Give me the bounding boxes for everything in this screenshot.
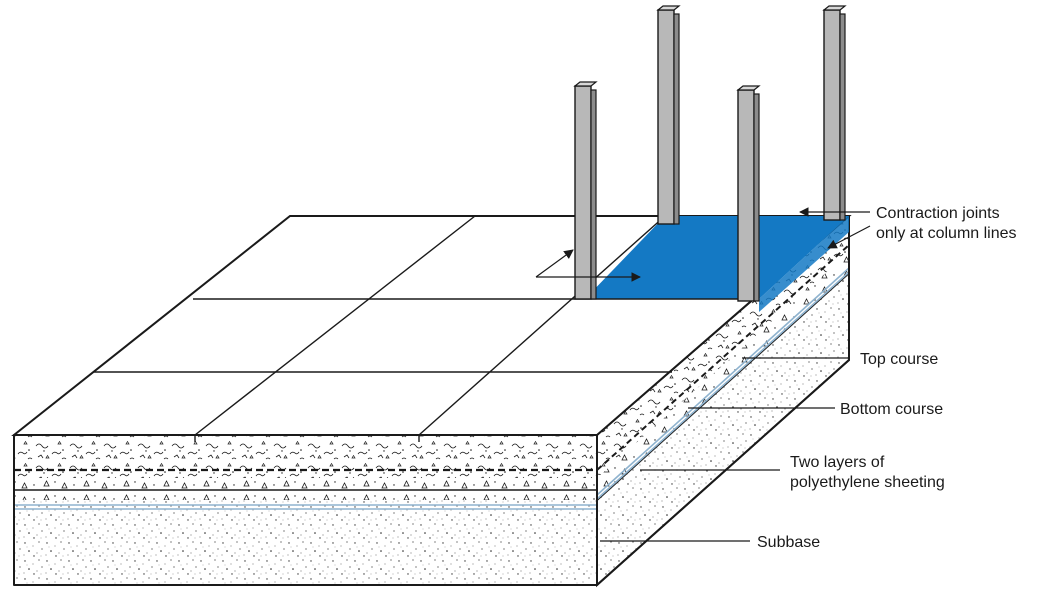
joint-arrows xyxy=(535,207,871,282)
steel-columns xyxy=(573,5,847,302)
highlighted-edge-strip xyxy=(759,216,849,312)
leader-lines xyxy=(600,357,850,542)
top-course-front-face xyxy=(14,435,597,478)
contraction-label-line1: Contraction joints xyxy=(876,205,1000,222)
grid-line-d2 xyxy=(418,215,666,436)
bottom-course-label: Bottom course xyxy=(840,401,943,418)
subbase-front-face xyxy=(14,500,597,585)
bottom-course-front-face xyxy=(14,478,597,500)
joint-dash-right xyxy=(596,244,850,471)
column-front-right xyxy=(736,85,761,302)
sheeting-label-line2: polyethylene sheeting xyxy=(790,474,945,491)
column-back-left xyxy=(656,5,681,225)
contraction-arrow-side xyxy=(827,225,871,249)
sheeting-label-line1: Two layers of xyxy=(790,454,885,471)
contraction-label-line2: only at column lines xyxy=(876,225,1017,242)
grid-line-d1 xyxy=(194,215,476,436)
sheeting-right-line-1 xyxy=(596,267,850,496)
slab-top-surface xyxy=(11,215,852,442)
diagram-labels: Contraction joints only at column lines … xyxy=(757,205,1017,551)
column-back-right xyxy=(822,5,847,221)
slab-front-face xyxy=(13,434,598,586)
joint-arrow-diagonal xyxy=(535,249,574,278)
column-front-left xyxy=(573,81,598,300)
subbase-label: Subbase xyxy=(757,534,820,551)
highlighted-panel xyxy=(585,216,849,299)
sheeting-right-line-2 xyxy=(596,271,850,500)
top-course-label: Top course xyxy=(860,351,938,368)
